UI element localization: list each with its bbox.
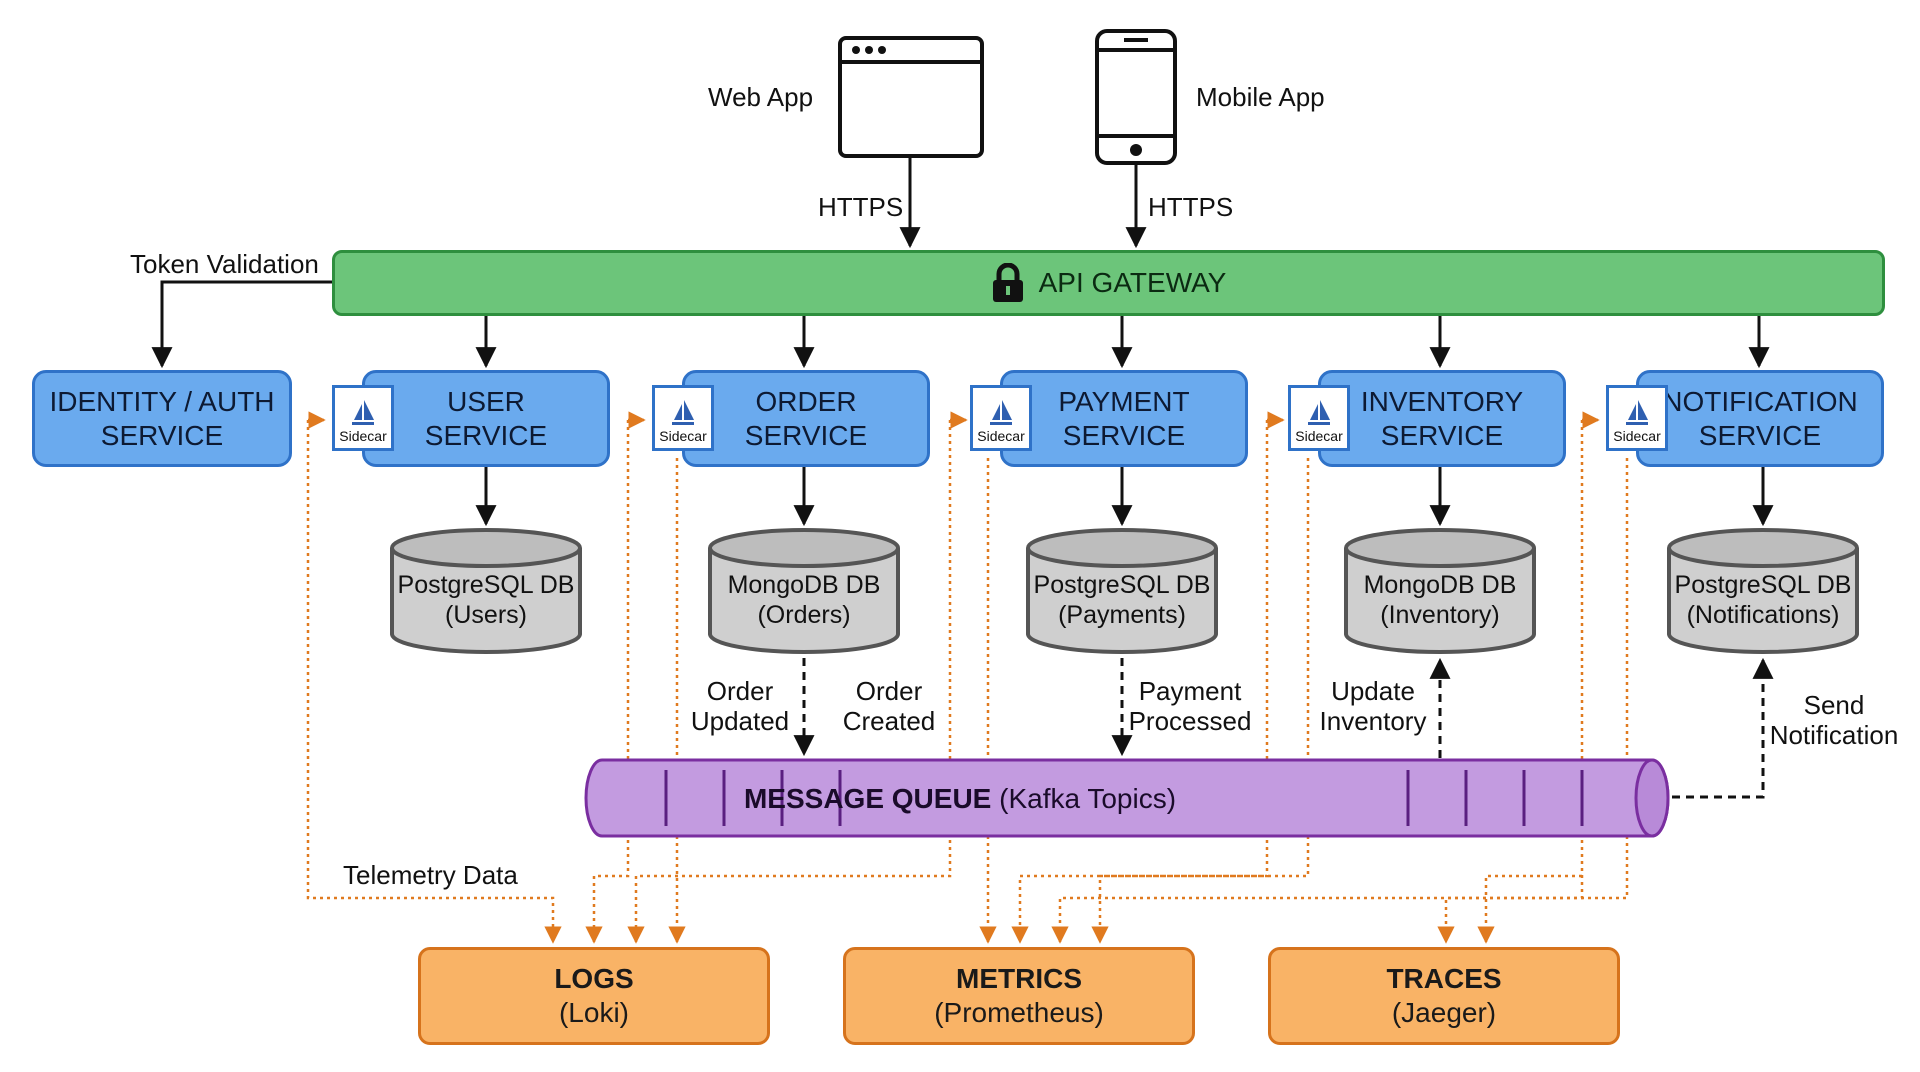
sidecar-label: Sidecar xyxy=(1613,428,1661,444)
token-validation-arrow xyxy=(151,280,332,369)
message-queue-label: MESSAGE QUEUE (Kafka Topics) xyxy=(0,782,1920,816)
browser-window-icon xyxy=(838,36,984,158)
sailboat-icon xyxy=(990,400,1012,425)
db-orders: MongoDB DB(Orders) xyxy=(707,528,901,656)
database-cylinder-icon xyxy=(1344,528,1536,654)
queue-to-notification-arrow xyxy=(1672,657,1774,799)
db-scope: (Notifications) xyxy=(1686,601,1840,629)
observability-title: LOGS xyxy=(554,963,634,994)
db-users: PostgreSQL DB(Users) xyxy=(389,528,583,656)
service-name-line1: ORDER xyxy=(755,385,857,417)
sidecar-order: Sidecar xyxy=(652,385,714,451)
service-name-line2: SERVICE xyxy=(424,419,548,451)
db-scope: (Inventory) xyxy=(1380,601,1500,629)
sidecar-label: Sidecar xyxy=(1295,428,1343,444)
sidecar-notification: Sidecar xyxy=(1606,385,1668,451)
telemetry-data-label: Telemetry Data xyxy=(343,860,518,890)
sailboat-icon xyxy=(1308,400,1330,425)
web-https-label: HTTPS xyxy=(818,192,904,222)
api-gateway-label: API GATEWAY xyxy=(1038,267,1227,298)
lock-icon xyxy=(992,263,1023,302)
service-name-line2: SERVICE xyxy=(100,419,224,451)
web-app-label: Web App xyxy=(708,82,814,112)
token-validation-label: Token Validation xyxy=(130,249,319,279)
sidecar-label: Sidecar xyxy=(977,428,1025,444)
db-name: MongoDB DB xyxy=(1363,571,1517,599)
service-name-line1: NOTIFICATION xyxy=(1662,385,1858,417)
notification-service: NOTIFICATION SERVICE xyxy=(1636,370,1884,467)
inventory-service: INVENTORY SERVICE xyxy=(1318,370,1566,467)
mobile-app-label: Mobile App xyxy=(1196,82,1325,112)
identity-auth-service: IDENTITY / AUTH SERVICE xyxy=(32,370,292,467)
order-service: ORDER SERVICE xyxy=(682,370,930,467)
db-inventory: MongoDB DB(Inventory) xyxy=(1343,528,1537,656)
db-name: PostgreSQL DB xyxy=(1674,571,1852,599)
telemetry-lines xyxy=(306,420,1629,944)
database-cylinder-icon xyxy=(1026,528,1218,654)
payment-service: PAYMENT SERVICE xyxy=(1000,370,1248,467)
database-cylinder-icon xyxy=(390,528,582,654)
sidecar-label: Sidecar xyxy=(659,428,707,444)
message-queue-subtitle: (Kafka Topics) xyxy=(999,783,1177,814)
user-service: USER SERVICE xyxy=(362,370,610,467)
sidecar-payment: Sidecar xyxy=(970,385,1032,451)
mobile-https-label: HTTPS xyxy=(1148,192,1234,222)
service-name-line2: SERVICE xyxy=(1698,419,1822,451)
service-name-line2: SERVICE xyxy=(1062,419,1186,451)
service-name-line1: PAYMENT xyxy=(1058,385,1190,417)
sailboat-icon xyxy=(352,400,374,425)
logs-loki: LOGS (Loki) xyxy=(418,947,770,1045)
sidecar-user: Sidecar xyxy=(332,385,394,451)
db-scope: (Users) xyxy=(445,601,527,629)
observability-subtitle: (Jaeger) xyxy=(1391,997,1497,1028)
sidecar-inventory: Sidecar xyxy=(1288,385,1350,451)
traces-jaeger: TRACES (Jaeger) xyxy=(1268,947,1620,1045)
mobile-phone-icon xyxy=(1095,29,1177,165)
metrics-prometheus: METRICS (Prometheus) xyxy=(843,947,1195,1045)
service-name-line1: INVENTORY xyxy=(1360,385,1524,417)
message-queue-title: MESSAGE QUEUE xyxy=(743,783,992,814)
api-gateway: API GATEWAY xyxy=(332,250,1885,316)
observability-title: METRICS xyxy=(956,963,1082,994)
db-name: PostgreSQL DB xyxy=(1033,571,1211,599)
db-notifications: PostgreSQL DB(Notifications) xyxy=(1666,528,1860,656)
db-name: MongoDB DB xyxy=(727,571,881,599)
service-name-line1: IDENTITY / AUTH xyxy=(49,385,275,417)
message-queue-cylinder xyxy=(584,758,1670,838)
observability-subtitle: (Prometheus) xyxy=(934,997,1104,1028)
observability-title: TRACES xyxy=(1386,963,1502,994)
observability-subtitle: (Loki) xyxy=(558,997,629,1028)
database-cylinder-icon xyxy=(708,528,900,654)
service-name-line1: USER xyxy=(447,385,525,417)
sailboat-icon xyxy=(1626,400,1648,425)
sailboat-icon xyxy=(672,400,694,425)
service-name-line2: SERVICE xyxy=(744,419,868,451)
database-cylinder-icon xyxy=(1667,528,1859,654)
db-scope: (Payments) xyxy=(1058,601,1186,629)
db-name: PostgreSQL DB xyxy=(397,571,575,599)
db-payments: PostgreSQL DB(Payments) xyxy=(1025,528,1219,656)
db-scope: (Orders) xyxy=(757,601,851,629)
sidecar-label: Sidecar xyxy=(339,428,387,444)
service-name-line2: SERVICE xyxy=(1380,419,1504,451)
